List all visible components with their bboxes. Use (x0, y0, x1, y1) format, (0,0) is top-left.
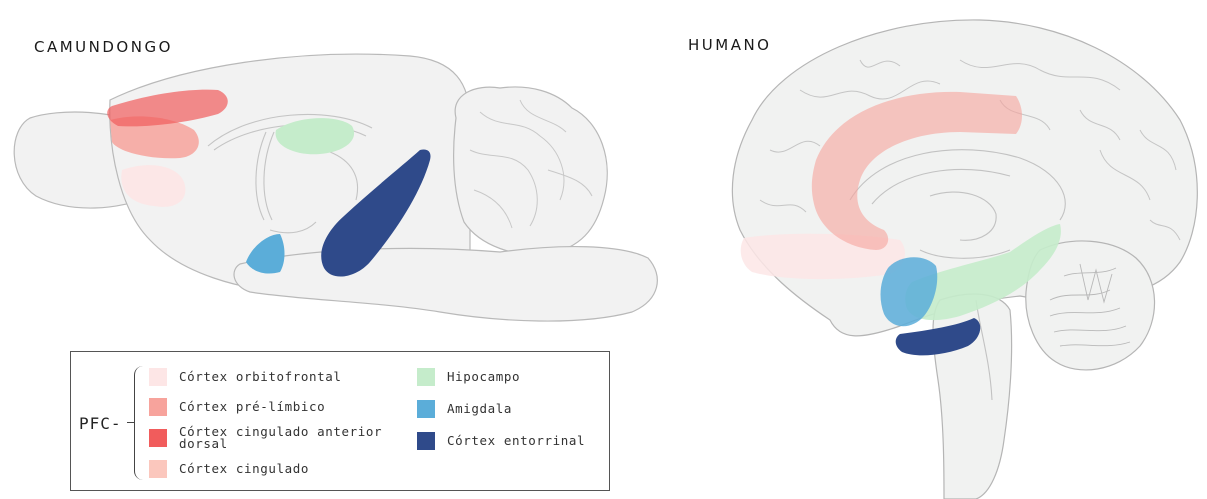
legend-item-dorsal-acc: Córtex cingulado anterior dorsal (149, 426, 382, 450)
legend-label: Córtex cingulado anterior dorsal (179, 426, 382, 450)
legend-label: Córtex pré-límbico (179, 401, 325, 413)
legend: PFC- Córtex orbitofrontal Córtex pré-lím… (70, 351, 610, 491)
pfc-brace-tick (127, 422, 135, 423)
legend-swatch (417, 400, 435, 418)
legend-swatch (149, 398, 167, 416)
legend-swatch (149, 460, 167, 478)
mouse-brainstem (234, 247, 657, 321)
legend-item-entorhinal: Córtex entorrinal (417, 432, 585, 450)
legend-swatch (417, 432, 435, 450)
legend-item-amygdala: Amigdala (417, 400, 512, 418)
legend-item-prelimbic: Córtex pré-límbico (149, 398, 325, 416)
mouse-brain (14, 54, 657, 321)
legend-label: Córtex entorrinal (447, 435, 585, 447)
legend-item-cingulate: Córtex cingulado (149, 460, 309, 478)
legend-swatch (149, 368, 167, 386)
legend-label: Amigdala (447, 403, 512, 415)
legend-swatch (417, 368, 435, 386)
legend-label: Hipocampo (447, 371, 520, 383)
legend-label: Córtex orbitofrontal (179, 371, 342, 383)
legend-label: Córtex cingulado (179, 463, 309, 475)
legend-swatch (149, 429, 167, 447)
pfc-brace (134, 366, 145, 480)
mouse-cerebellum (454, 87, 608, 255)
legend-item-hippocampus: Hipocampo (417, 368, 520, 386)
legend-item-orbitofrontal: Córtex orbitofrontal (149, 368, 342, 386)
pfc-group-label: PFC- (79, 414, 122, 433)
